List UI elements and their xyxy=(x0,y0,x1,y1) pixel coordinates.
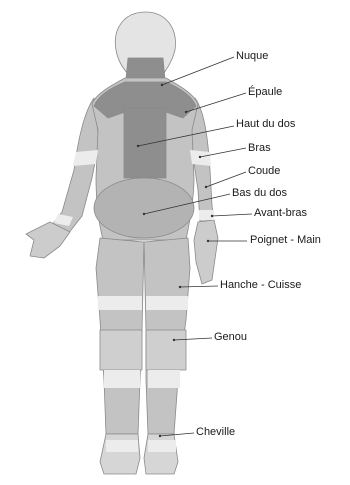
shin-band-right xyxy=(148,370,180,388)
knee-band-right xyxy=(146,330,186,370)
dot-coude xyxy=(205,186,207,188)
knee-band-left xyxy=(100,330,142,370)
upper-back-region xyxy=(124,108,166,178)
dot-avant-bras xyxy=(211,215,213,217)
leader-nuque xyxy=(162,57,234,85)
dot-cheville xyxy=(159,435,161,437)
shin-band-left xyxy=(104,370,140,388)
leader-coude xyxy=(206,172,246,187)
label-cheville: Cheville xyxy=(196,426,235,439)
hip-band-left xyxy=(98,296,142,310)
label-nuque: Nuque xyxy=(236,50,268,63)
label-epaule: Épaule xyxy=(248,86,282,99)
label-coude: Coude xyxy=(248,165,280,178)
hip-band-right xyxy=(146,296,188,310)
right-hand xyxy=(194,220,218,284)
dot-genou xyxy=(173,339,175,341)
ankle-band-left xyxy=(106,440,138,452)
ankle-band-right xyxy=(148,440,176,452)
dot-haut-du-dos xyxy=(137,145,139,147)
label-haut-du-dos: Haut du dos xyxy=(236,118,295,131)
dot-nuque xyxy=(161,84,163,86)
label-bras: Bras xyxy=(248,142,271,155)
label-genou: Genou xyxy=(214,331,247,344)
label-avant-bras: Avant-bras xyxy=(254,207,307,220)
leader-avant-bras xyxy=(212,214,252,216)
dot-poignet-main xyxy=(207,240,209,242)
label-bas-du-dos: Bas du dos xyxy=(232,187,287,200)
label-poignet-main: Poignet - Main xyxy=(250,234,321,247)
lower-back-region xyxy=(94,178,194,238)
elbow-band-left xyxy=(73,150,98,166)
dot-epaule xyxy=(185,111,187,113)
dot-bras xyxy=(199,156,201,158)
dot-hanche-cuisse xyxy=(179,286,181,288)
label-hanche-cuisse: Hanche - Cuisse xyxy=(220,279,301,292)
dot-bas-du-dos xyxy=(143,213,145,215)
